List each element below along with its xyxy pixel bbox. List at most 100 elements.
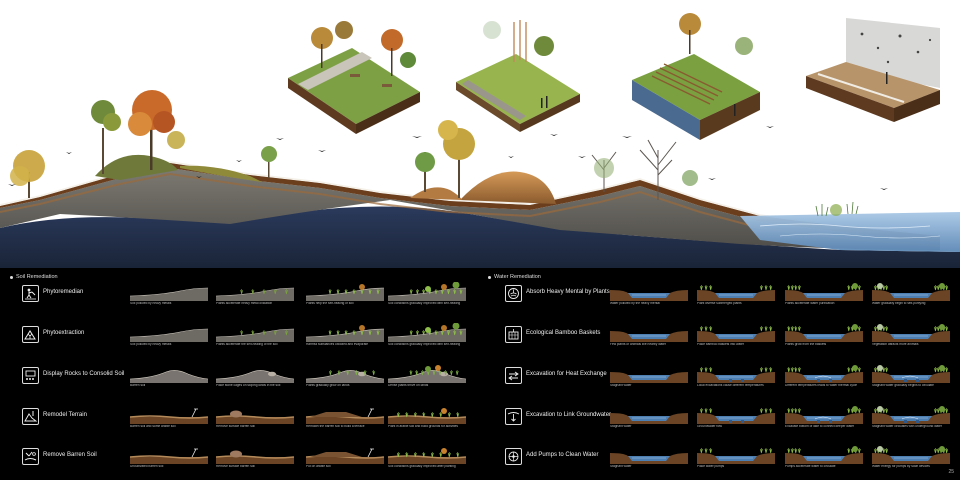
- step-thumbnail: [216, 287, 294, 301]
- step-1: Uncultivated barren soil: [130, 445, 208, 475]
- soil-section-header: Soil Remediation: [10, 272, 58, 282]
- step-thumbnail: [216, 370, 294, 383]
- step-2: Place stone cages on sloping lands in th…: [216, 364, 294, 394]
- method-label: Phytoextraction: [43, 330, 85, 336]
- step-thumbnail: [872, 446, 950, 464]
- step-1: Stagnant water: [610, 364, 688, 394]
- step-1: Barren soil: [130, 364, 208, 394]
- step-thumbnail: [130, 408, 208, 424]
- step-caption: Plants help the self-healing of soil: [306, 302, 354, 305]
- step-thumbnail: [388, 448, 466, 464]
- step-4: Soil conditions gradually improved with …: [388, 282, 466, 312]
- soil-row: Display Rocks to Consolid Soil Barren soi…: [22, 364, 468, 394]
- step-caption: Soil conditions gradually improved after…: [388, 465, 456, 468]
- step-thumbnail: [216, 328, 294, 342]
- step-thumbnail: [610, 290, 688, 301]
- step-1: Soil polluted by heavy metals: [130, 282, 208, 312]
- step-thumbnail: [785, 406, 863, 424]
- step-4: Stagnant water circulates with undergrou…: [872, 405, 950, 435]
- step-caption: Harmful substances oxidized and evaporat…: [306, 343, 369, 346]
- step-caption: Soil polluted by heavy metals: [130, 302, 172, 305]
- method-label: Excavation for Heat Exchange: [526, 371, 607, 377]
- topsoil-band: [0, 163, 940, 242]
- step-4: Stagnant water gradually begins to circu…: [872, 364, 950, 394]
- rock-layer: [0, 168, 940, 250]
- step-2: Plants accelerate heavy metal oxidation: [216, 282, 294, 312]
- step-4: Plant in arable soil and build grounds f…: [388, 405, 466, 435]
- rocks-icon: [22, 367, 39, 384]
- step-caption: Barren soil and some arable soil: [130, 425, 176, 428]
- step-caption: Water gradually begin to self-purifying: [872, 302, 926, 305]
- step-3: Plants accelerate water purification: [785, 282, 863, 312]
- step-caption: Remodel the barren soil to build a terra…: [306, 425, 365, 428]
- step-3: Plants gradually grow on lands: [306, 364, 384, 394]
- step-thumbnail: [610, 453, 688, 464]
- digging-person-icon: [22, 285, 39, 302]
- step-thumbnail: [610, 413, 688, 424]
- step-thumbnail: [388, 323, 466, 342]
- method-label: Add Pumps to Clean Water: [526, 452, 599, 458]
- step-3: Pumps accelerate water to circulate: [785, 445, 863, 475]
- dirt-mound: [460, 171, 556, 204]
- step-3: Different temperatures leads to water th…: [785, 364, 863, 394]
- step-1: Stagnant water: [610, 445, 688, 475]
- step-thumbnail: [306, 284, 384, 301]
- step-2: Remove surface barren soil: [216, 405, 294, 435]
- pump-icon: [505, 448, 522, 465]
- step-caption: Excavate bottom of lake to connect deepe…: [785, 425, 855, 428]
- step-caption: Different temperatures leads to water th…: [785, 384, 858, 387]
- step-2: Place bamboo baskets into water: [697, 323, 775, 353]
- step-thumbnail: [697, 367, 775, 383]
- water-plant-icon: [505, 285, 522, 302]
- step-thumbnail: [785, 365, 863, 383]
- step-thumbnail: [130, 448, 208, 464]
- step-thumbnail: [697, 285, 775, 301]
- step-caption: Place bamboo baskets into water: [697, 343, 744, 346]
- step-caption: Dense plants thrive on lands: [388, 384, 429, 387]
- step-caption: Soil conditions gradually improved with …: [388, 302, 461, 305]
- step-1: Soil polluted by heavy metals: [130, 323, 208, 353]
- method-label: Display Rocks to Consolid Soil: [43, 371, 125, 377]
- step-thumbnail: [697, 408, 775, 424]
- method-label: Phytoremedian: [43, 289, 84, 295]
- vignette-terraced-steps: [632, 13, 760, 140]
- step-caption: Soil polluted by heavy metals: [130, 343, 172, 346]
- step-caption: Soil conditions gradually improved with …: [388, 343, 461, 346]
- step-thumbnail: [872, 324, 950, 342]
- step-thumbnail: [697, 326, 775, 342]
- step-thumbnail: [785, 324, 863, 342]
- step-3: Harmful substances oxidized and evaporat…: [306, 323, 384, 353]
- page-number: 25: [948, 469, 954, 475]
- step-4: Soil conditions gradually improved after…: [388, 445, 466, 475]
- mountain-plant-icon: [22, 326, 39, 343]
- step-3: Plants grow from the baskets: [785, 323, 863, 353]
- bamboo-basket-icon: [505, 326, 522, 343]
- step-3: Plants help the self-healing of soil: [306, 282, 384, 312]
- step-caption: Water energy for pumps by solar devices: [872, 465, 930, 468]
- step-thumbnail: [306, 448, 384, 464]
- step-caption: Plant in arable soil and build grounds f…: [388, 425, 458, 428]
- step-thumbnail: [216, 450, 294, 464]
- step-2: Local excavations cause different temper…: [697, 364, 775, 394]
- step-2: Plant diverse submerged plants: [697, 282, 775, 312]
- step-thumbnail: [388, 408, 466, 424]
- step-caption: Plants accelerate the self-healing of th…: [216, 343, 278, 346]
- step-1: Stagnant water: [610, 405, 688, 435]
- step-4: Soil conditions gradually improved with …: [388, 323, 466, 353]
- step-caption: Remove surface barren soil: [216, 425, 255, 428]
- step-thumbnail: [697, 448, 775, 464]
- step-thumbnail: [785, 283, 863, 301]
- step-thumbnail: [785, 446, 863, 464]
- vignette-rock-wall: [806, 18, 940, 122]
- landscape-section-illustration: [0, 13, 960, 268]
- step-2: Groundwater flow: [697, 405, 775, 435]
- water-section-header: Water Remediation: [488, 272, 541, 282]
- step-caption: Stagnant water: [610, 425, 632, 428]
- step-thumbnail: [872, 365, 950, 383]
- method-label: Ecological Bamboo Baskets: [526, 330, 601, 336]
